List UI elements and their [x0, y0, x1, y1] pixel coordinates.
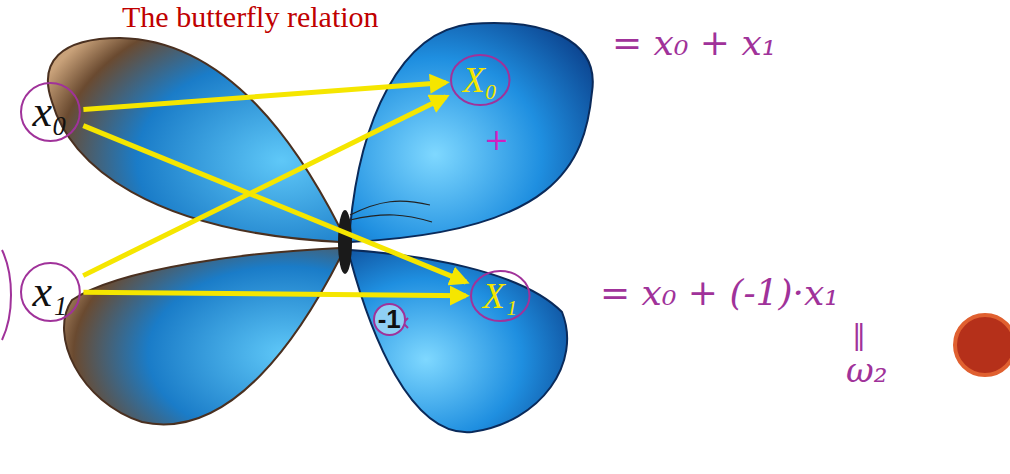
variable-label: x₀	[33, 90, 68, 134]
yellow-arrow	[83, 97, 446, 276]
circle-outline	[21, 263, 80, 321]
circle-outline	[21, 83, 80, 141]
handwritten-bracket	[2, 250, 11, 340]
circle-outline	[471, 271, 530, 321]
slide-number-badge	[955, 315, 1010, 375]
wing	[64, 248, 340, 424]
handwritten-note: = x₀ + x₁	[612, 22, 776, 63]
butterfly-body	[338, 210, 352, 274]
slide-title: The butterfly relation	[122, 2, 379, 32]
variable-label: X₁	[483, 278, 518, 314]
variable-label: X₀	[463, 62, 498, 98]
handwritten-note: ω₂	[846, 350, 887, 390]
antenna	[350, 201, 432, 222]
input-node: x₀	[19, 81, 82, 143]
input-node: x₁	[19, 261, 82, 323]
yellow-arrow	[83, 126, 466, 282]
yellow-arrow	[83, 292, 465, 295]
wing	[350, 23, 593, 242]
yellow-arrow	[83, 83, 445, 110]
handwritten-note: ‖	[852, 318, 866, 351]
circle-outline	[451, 55, 510, 105]
edge-weight: -1	[373, 303, 406, 336]
variable-label: x₁	[33, 270, 68, 314]
output-node: X₀	[449, 53, 512, 107]
handwritten-note: +	[484, 122, 509, 157]
output-node: X₁	[469, 269, 532, 323]
handwritten-note: = x₀ + (-1)·x₁	[600, 272, 839, 313]
